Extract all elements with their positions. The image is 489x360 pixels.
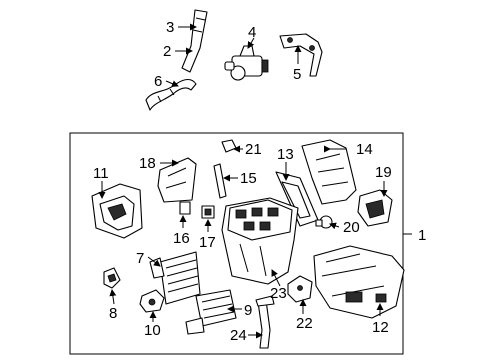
callout-24: 24 <box>230 327 247 344</box>
part-lower-case <box>313 245 405 319</box>
part-block-17 <box>201 205 215 219</box>
callout-4: 4 <box>248 24 256 41</box>
part-pipe-24 <box>255 295 275 349</box>
part-fitting-20 <box>315 215 333 229</box>
callouts: 1 2 3 4 5 6 7 8 9 10 11 12 13 14 15 16 1… <box>93 19 426 344</box>
part-main-case <box>221 197 299 285</box>
callout-21: 21 <box>245 141 262 158</box>
part-outlet-19 <box>357 189 393 227</box>
callout-18: 18 <box>139 155 156 172</box>
callout-5: 5 <box>293 66 301 83</box>
part-water-pump <box>224 45 269 81</box>
part-grommet-8 <box>103 267 121 289</box>
callout-13: 13 <box>277 146 294 163</box>
part-blower-housing <box>91 183 143 239</box>
callout-8: 8 <box>109 305 117 322</box>
part-hose-lower <box>145 78 197 111</box>
part-upper-duct <box>301 139 357 205</box>
callout-11: 11 <box>93 165 109 182</box>
part-duct <box>157 157 197 203</box>
part-bracket <box>279 33 323 77</box>
part-rod <box>213 163 227 199</box>
part-block-16 <box>179 201 191 215</box>
callout-9: 9 <box>244 302 252 319</box>
callout-23: 23 <box>270 285 287 302</box>
callout-3: 3 <box>166 19 174 36</box>
callout-22: 22 <box>296 315 313 332</box>
callout-12: 12 <box>372 319 389 336</box>
leader-lines <box>98 23 388 339</box>
part-heater-core <box>185 289 237 335</box>
callout-17: 17 <box>199 234 216 251</box>
part-plate-22 <box>287 275 313 303</box>
callout-7: 7 <box>136 250 144 267</box>
callout-15: 15 <box>240 170 257 187</box>
part-hose-upper <box>181 9 208 73</box>
callout-16: 16 <box>173 230 190 247</box>
callout-1: 1 <box>418 227 426 244</box>
callout-20: 20 <box>343 219 360 236</box>
callout-10: 10 <box>144 322 161 339</box>
callout-14: 14 <box>356 141 373 158</box>
part-seal-10 <box>139 289 165 313</box>
assembly-box <box>69 132 404 355</box>
part-clip-21 <box>221 139 237 153</box>
callout-2: 2 <box>163 43 171 60</box>
callout-6: 6 <box>154 73 162 90</box>
callout-19: 19 <box>375 164 392 181</box>
